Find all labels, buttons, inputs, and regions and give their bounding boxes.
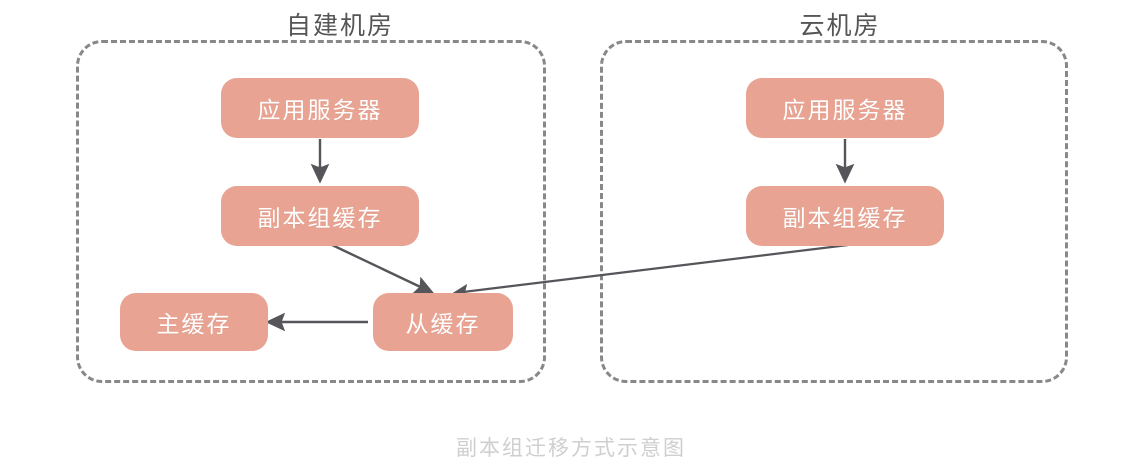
node-right-app-server[interactable]: 应用服务器 [746, 78, 944, 138]
zone-title-self-built: 自建机房 [285, 12, 394, 40]
zone-title-cloud: 云机房 [799, 12, 881, 40]
node-left-slave-cache[interactable]: 从缓存 [373, 293, 513, 351]
zone-container-cloud [600, 40, 1068, 383]
node-right-replica-cache[interactable]: 副本组缓存 [746, 186, 944, 246]
node-left-master-cache[interactable]: 主缓存 [120, 293, 268, 351]
zone-container-self-built [76, 40, 546, 383]
node-left-replica-cache[interactable]: 副本组缓存 [221, 186, 419, 246]
node-left-app-server[interactable]: 应用服务器 [221, 78, 419, 138]
diagram-caption: 副本组迁移方式示意图 [456, 437, 686, 460]
